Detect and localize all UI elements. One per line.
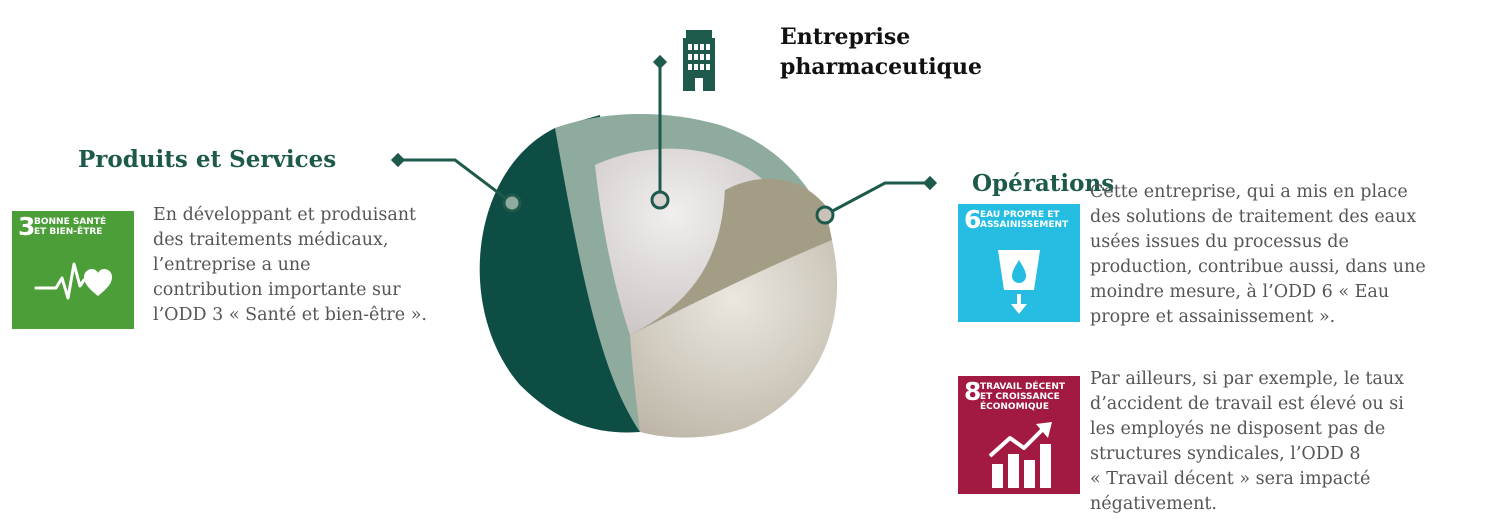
sdg-8-label: TRAVAIL DÉCENT ET CROISSANCE ÉCONOMIQUE (980, 382, 1066, 412)
sdg-6-tile: 6 EAU PROPRE ET ASSAINISSEMENT (958, 204, 1080, 322)
sdg-8-number: 8 (964, 377, 982, 406)
sdg-8-tile: 8 TRAVAIL DÉCENT ET CROISSANCE ÉCONOMIQU… (958, 376, 1080, 494)
leader-line-right (824, 181, 930, 217)
sphere-cut-face (630, 240, 838, 438)
office-building-icon (683, 30, 715, 91)
sdg-6-number: 6 (964, 205, 982, 234)
sdg-3-tile: 3 BONNE SANTÉ ET BIEN-ÊTRE (12, 211, 134, 329)
sdg-3-number: 3 (18, 212, 36, 241)
company-name-line-2: pharmaceutique (780, 54, 983, 80)
water-glass-icon (998, 250, 1040, 314)
layered-sphere (479, 113, 838, 438)
company-name-line-1: Entreprise (780, 24, 911, 50)
growth-chart-icon (988, 422, 1052, 488)
operations-title: Opérations (972, 170, 1115, 197)
leader-diamond-left (390, 152, 406, 168)
operations-water-description: Cette entreprise, qui a mis en place des… (1090, 182, 1426, 327)
leader-diamond-top (652, 54, 668, 70)
leader-diamond-right (922, 175, 938, 191)
leader-dot-top (650, 190, 670, 210)
operations-work-description: Par ailleurs, si par exemple, le taux d’… (1090, 369, 1404, 514)
sdg-3-label: BONNE SANTÉ ET BIEN-ÊTRE (34, 217, 107, 237)
leader-dot-right (815, 205, 835, 225)
products-description: En développant et produisant des traitem… (153, 205, 427, 325)
leader-line-left (398, 158, 513, 205)
sdg-6-label: EAU PROPRE ET ASSAINISSEMENT (980, 210, 1069, 230)
company-name: Entreprise pharmaceutique (780, 22, 982, 82)
leader-dot-left (502, 193, 522, 213)
heartbeat-heart-icon (34, 262, 112, 300)
sphere-wedge-layer (630, 178, 832, 335)
products-services-title: Produits et Services (78, 146, 337, 173)
